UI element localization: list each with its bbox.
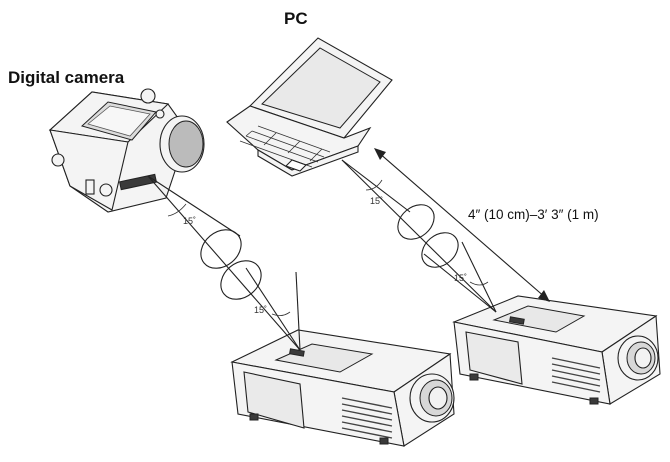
- ir-beam-pc: [341, 159, 497, 313]
- laptop-icon: [226, 37, 393, 177]
- projector-icon: [452, 295, 661, 405]
- projector-icon: [230, 329, 455, 447]
- distance-label: 4″ (10 cm)–3′ 3″ (1 m): [468, 207, 599, 222]
- distance-arrow: [374, 148, 550, 302]
- angle-label-pc-bottom: 15˚: [454, 273, 467, 283]
- angle-label-pc-top: 15˚: [370, 196, 383, 206]
- angle-label-camera-top: 15˚: [183, 216, 196, 226]
- pc-label: PC: [284, 9, 308, 28]
- camera-label: Digital camera: [8, 68, 125, 87]
- angle-label-camera-bottom: 15˚: [254, 305, 267, 315]
- camera-icon: [48, 88, 205, 213]
- ir-beam-camera: [147, 175, 301, 351]
